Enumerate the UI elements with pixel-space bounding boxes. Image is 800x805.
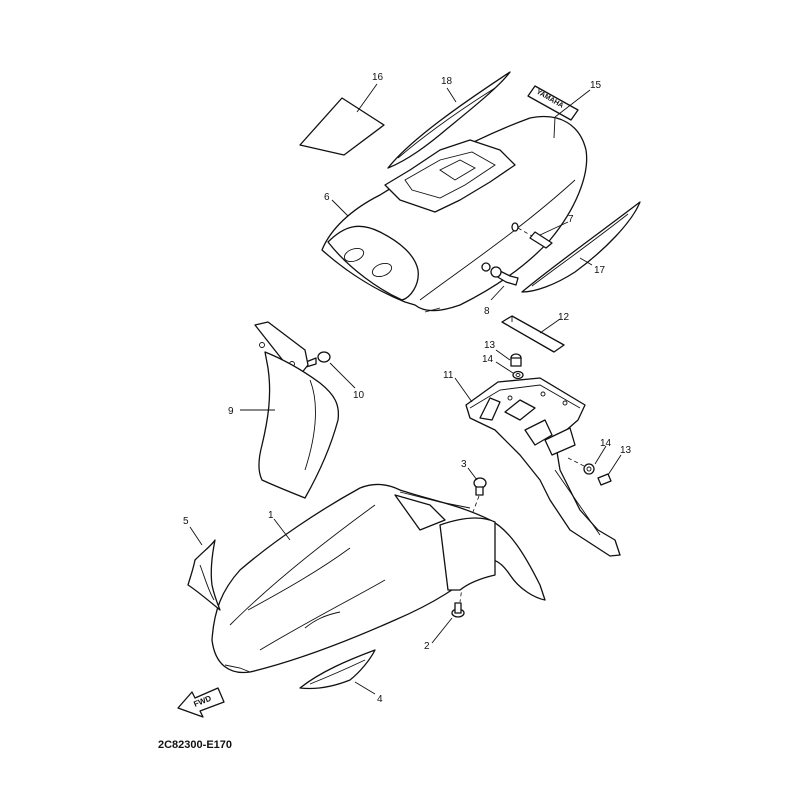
leader-lines: [189, 83, 622, 695]
part-10-bolt: [305, 351, 331, 368]
callout-12: 12: [558, 312, 570, 323]
part-4-decal: [299, 649, 376, 690]
callout-17: 17: [594, 265, 606, 276]
part-5-decal: [187, 539, 221, 611]
callout-9: 9: [228, 406, 234, 417]
callout-15: 15: [590, 80, 602, 91]
callout-14-side: 14: [600, 438, 612, 449]
fwd-arrow-icon: FWD: [177, 687, 225, 718]
part-14-washer-upper: [512, 370, 524, 380]
part-14-washer-side: [583, 463, 595, 475]
callout-5: 5: [183, 516, 189, 527]
part-18-side-decal: [387, 71, 511, 169]
part-12-damper: [501, 315, 565, 353]
callout-7: 7: [568, 214, 574, 225]
callout-14-upper: 14: [482, 354, 494, 365]
part-6-rear-fender: [321, 116, 588, 313]
part-2-bolt: [451, 602, 465, 618]
callout-11: 11: [443, 370, 454, 381]
part-13-bolt-upper: [510, 353, 522, 367]
part-1-front-fender: [211, 483, 546, 674]
callout-4: 4: [377, 694, 383, 705]
callout-8: 8: [484, 306, 490, 317]
callout-13-side: 13: [620, 445, 632, 456]
callout-3: 3: [461, 459, 467, 470]
callout-1: 1: [268, 510, 274, 521]
diagram-code: 2C82300-E170: [158, 739, 232, 751]
callout-10: 10: [353, 390, 365, 401]
part-3-bolt: [473, 477, 487, 496]
callout-18: 18: [441, 76, 453, 87]
part-8-screw: [481, 262, 519, 286]
callout-2: 2: [424, 641, 430, 652]
part-15-emblem: YAMAHA: [527, 85, 579, 121]
part-16-sticker: [299, 97, 385, 156]
callout-labels: 16 18 15 6 7 17 8 12 13 14 11 10 9 14 13…: [183, 72, 632, 705]
callout-13-upper: 13: [484, 340, 496, 351]
callout-16: 16: [372, 72, 384, 83]
part-9-mud-guard: [254, 321, 340, 499]
part-13-bolt-side: [597, 473, 612, 486]
part-11-rear-flap: [465, 377, 621, 557]
callout-6: 6: [324, 192, 330, 203]
part-7-rivet: [511, 222, 553, 249]
part-17-side-decal: [521, 201, 641, 293]
